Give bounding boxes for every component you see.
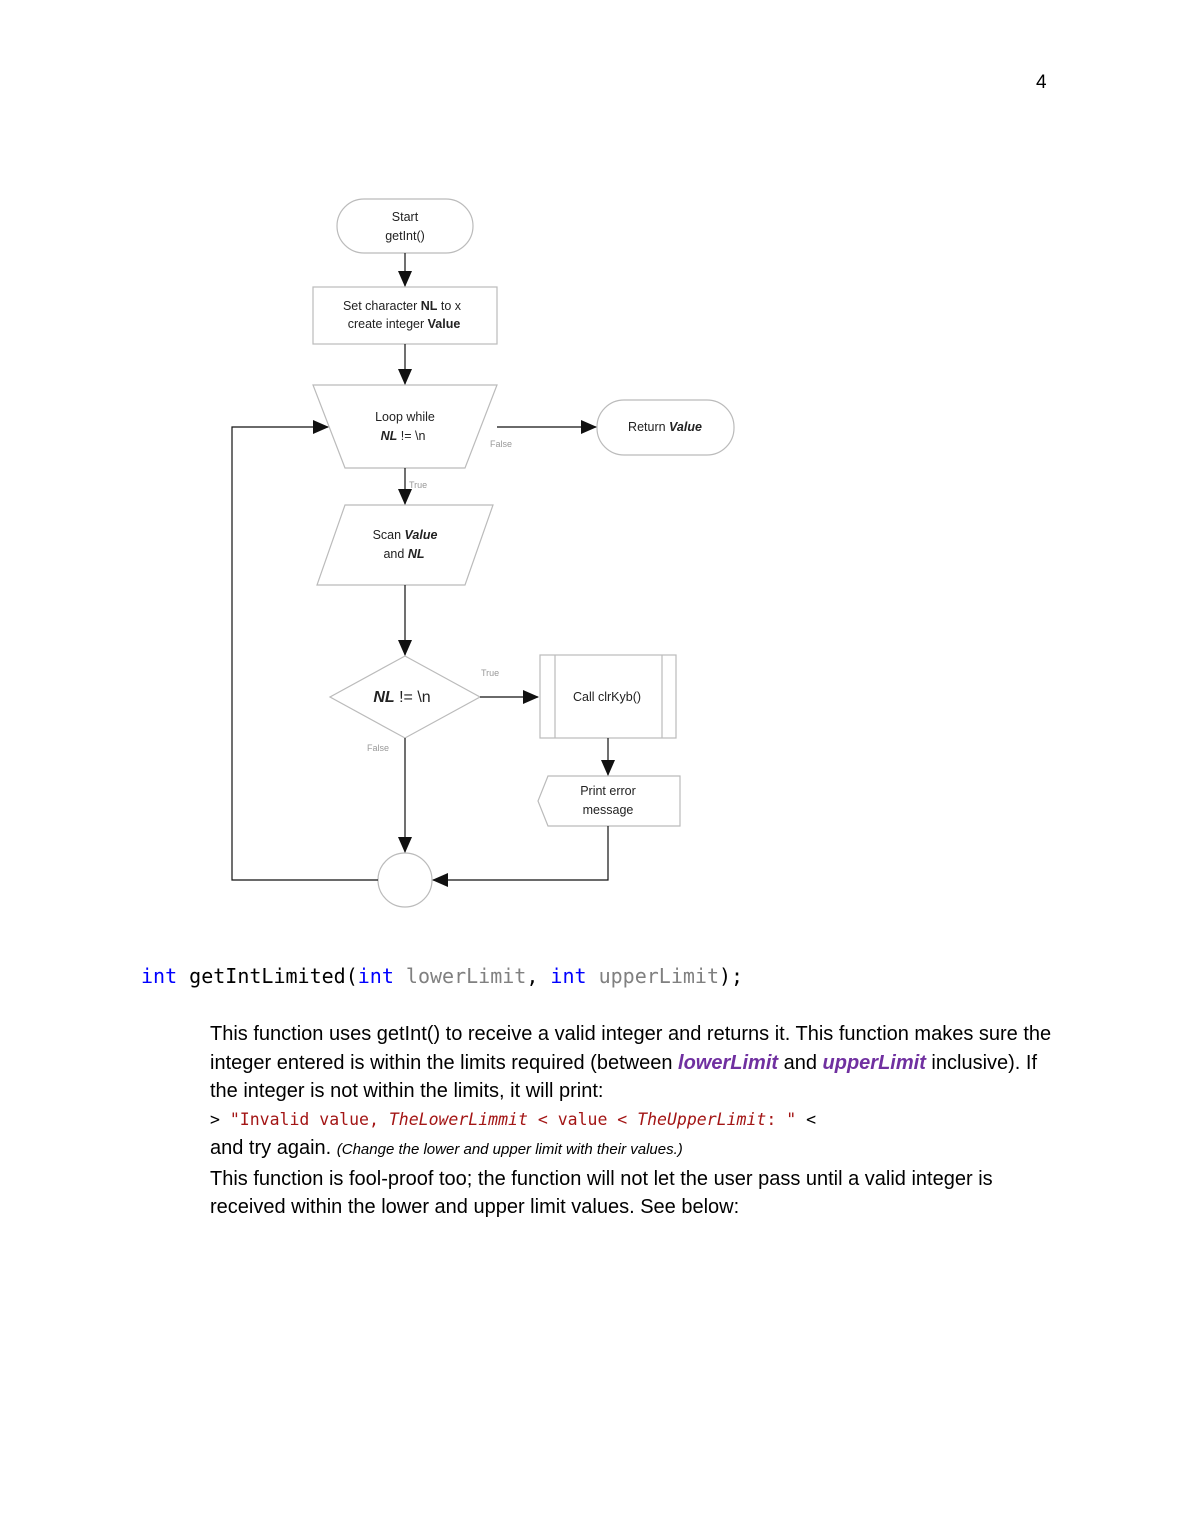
scan-line2: and NL: [383, 547, 424, 561]
print-line2: message: [583, 803, 634, 817]
loop-true-label: True: [409, 480, 427, 490]
call-label: Call clrKyb(): [573, 690, 641, 704]
loop-shape: [312, 384, 498, 469]
function-description: This function uses getInt() to receive a…: [210, 1020, 1060, 1222]
flowchart: Start getInt() Set character NL to x cre…: [231, 198, 735, 908]
decision-true-label: True: [481, 668, 499, 678]
loop-line1: Loop while: [375, 410, 435, 424]
print-display: [537, 775, 681, 827]
print-line1: Print error: [580, 784, 636, 798]
page-number: 4: [1036, 72, 1047, 93]
return-terminal: [596, 399, 735, 456]
start-function: getInt(): [385, 229, 425, 243]
description-paragraph: This function uses getInt() to receive a…: [210, 1023, 1052, 1102]
init-line1: Set character NL to x: [343, 299, 462, 313]
scan-line1: Scan Value: [373, 528, 438, 542]
function-signature: int getIntLimited(int lowerLimit, int up…: [141, 964, 744, 988]
start-terminal: [336, 198, 474, 254]
loop-false-label: False: [490, 439, 512, 449]
error-message-code: > "Invalid value, TheLowerLimmit < value…: [210, 1109, 817, 1129]
return-label: Return Value: [628, 420, 702, 434]
init-line2: create integer Value: [348, 317, 461, 331]
decision-false-label: False: [367, 743, 389, 753]
scan-io: [316, 504, 494, 586]
start-label: Start: [392, 210, 419, 224]
retry-line: and try again. (Change the lower and upp…: [210, 1137, 683, 1159]
init-process: [312, 286, 498, 345]
decision-label: NL != \n: [373, 689, 430, 706]
connector-circle: [377, 852, 433, 908]
foolproof-paragraph: This function is fool-proof too; the fun…: [210, 1167, 993, 1219]
loop-line2: NL != \n: [381, 429, 426, 443]
